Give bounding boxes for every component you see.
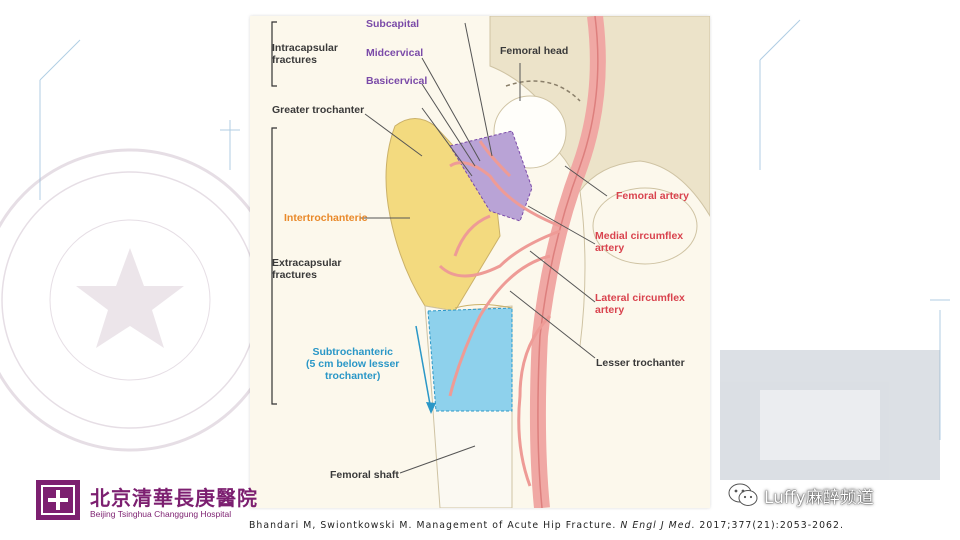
medial-circumflex-label: Medial circumflex artery <box>595 230 683 254</box>
wechat-watermark: Luffy麻醉频道 <box>728 482 874 508</box>
wechat-icon <box>728 482 758 508</box>
subtrochanteric-label: Subtrochanteric (5 cm below lesser troch… <box>306 346 399 382</box>
midcervical-label: Midcervical <box>366 47 423 59</box>
citation-authors-title: Bhandari M, Swiontkowski M. Management o… <box>249 520 620 531</box>
hospital-name-en: Beijing Tsinghua Changgung Hospital <box>90 509 231 519</box>
femoral-artery-label: Femoral artery <box>616 190 689 202</box>
lesser-trochanter-label: Lesser trochanter <box>596 357 685 369</box>
intertrochanteric-label: Intertrochanteric <box>284 212 367 224</box>
subcapital-label: Subcapital <box>366 18 419 30</box>
hospital-name-cn: 北京清華長庚醫院 <box>90 482 258 511</box>
wechat-channel-name: Luffy麻醉频道 <box>764 483 874 508</box>
citation-journal: N Engl J Med <box>620 520 691 531</box>
citation: Bhandari M, Swiontkowski M. Management o… <box>249 520 844 531</box>
subtrochanteric-zone <box>428 308 512 411</box>
femoral-shaft-label: Femoral shaft <box>330 469 399 481</box>
femoral-head-label: Femoral head <box>500 45 568 57</box>
citation-ref: . 2017;377(21):2053-2062. <box>691 520 844 531</box>
extracapsular-group-label: Extracapsular fractures <box>272 257 341 281</box>
basicervical-label: Basicervical <box>366 75 427 87</box>
greater-trochanter-label: Greater trochanter <box>272 104 364 116</box>
hip-fracture-figure: Intracapsular fractures Extracapsular fr… <box>250 16 710 508</box>
lateral-circumflex-label: Lateral circumflex artery <box>595 292 685 316</box>
intracapsular-group-label: Intracapsular fractures <box>272 42 338 66</box>
